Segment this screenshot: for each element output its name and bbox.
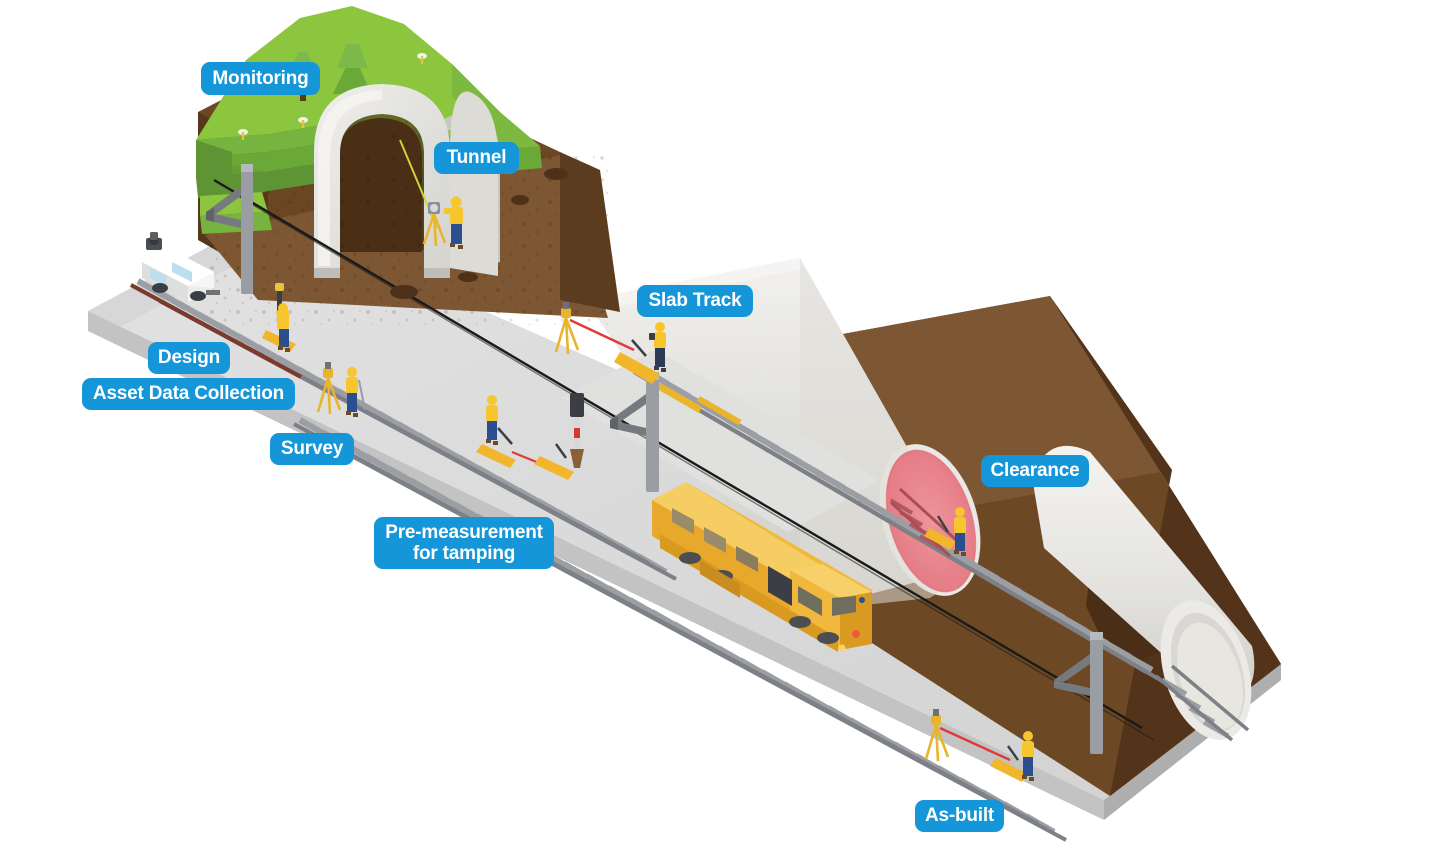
total-station-slab [554, 302, 666, 384]
surveyor-design [262, 283, 296, 352]
laser-beam-slab [569, 318, 635, 352]
catenary-system [206, 164, 1155, 754]
surveyor-survey [476, 395, 574, 480]
catenary-mast-3 [1054, 632, 1103, 754]
label-as-built[interactable]: As-built [915, 800, 1004, 832]
laser-beam-asbuilt [939, 726, 1011, 762]
total-station-asset [316, 362, 366, 417]
label-design[interactable]: Design [148, 342, 230, 374]
label-slab-track[interactable]: Slab Track [637, 285, 753, 317]
surveyor-asset [346, 367, 366, 417]
tamping-machine [652, 482, 872, 652]
track-lower-ballast [293, 417, 1067, 842]
tunnel-surveyor-group [422, 196, 463, 249]
catenary-mast-1 [206, 164, 253, 294]
track-far-tube [1154, 664, 1250, 742]
hirail-survey-truck [142, 232, 220, 302]
label-monitoring[interactable]: Monitoring [201, 62, 320, 95]
label-pre-measurement-for-tamping[interactable]: Pre-measurement for tamping [374, 517, 554, 569]
as-built-survey-group [924, 709, 1034, 782]
trackside-signal [570, 393, 584, 468]
label-survey[interactable]: Survey [270, 433, 354, 465]
label-clearance[interactable]: Clearance [981, 455, 1089, 487]
soil-debris [390, 168, 568, 299]
track-inside-tunnel [889, 487, 966, 558]
hill-and-portal [196, 6, 620, 325]
label-tunnel[interactable]: Tunnel [434, 142, 519, 174]
surveyor-slab [649, 322, 666, 372]
label-asset-data-collection[interactable]: Asset Data Collection [82, 378, 295, 410]
surveyor-asbuilt [1022, 731, 1034, 781]
tunnel-tube-far [1034, 445, 1255, 740]
tunnel-portal [314, 84, 500, 278]
track-upper-ballast [130, 278, 677, 581]
surveyor-clearance [924, 507, 966, 556]
monitoring-prisms [238, 53, 427, 140]
